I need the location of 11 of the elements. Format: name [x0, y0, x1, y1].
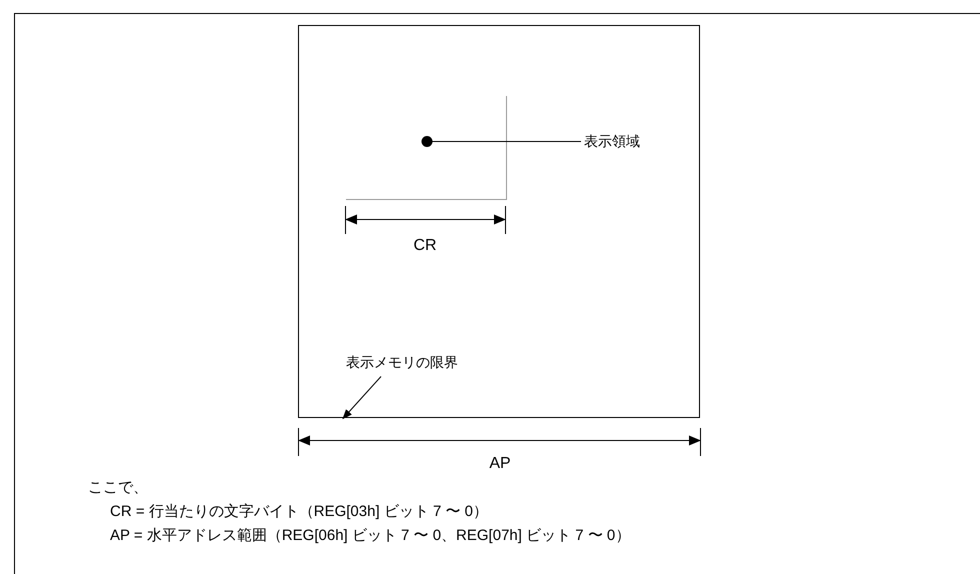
leader-line — [342, 376, 382, 420]
note-text: CR = 行当たりの文字バイト（REG[03h] ビット 7 〜 0） — [110, 502, 488, 522]
leader-line — [422, 136, 582, 147]
area-label: 表示領域 — [584, 132, 640, 152]
memory-box — [298, 25, 700, 418]
display-area — [346, 96, 507, 200]
dimension-label: AP — [489, 454, 511, 474]
note-text: ここで、 — [88, 478, 148, 498]
dimension-label: CR — [413, 236, 437, 256]
limit-label: 表示メモリの限界 — [346, 353, 458, 373]
note-text: AP = 水平アドレス範囲（REG[06h] ビット 7 〜 0、REG[07h] ビット 7 〜 0） — [110, 526, 630, 546]
